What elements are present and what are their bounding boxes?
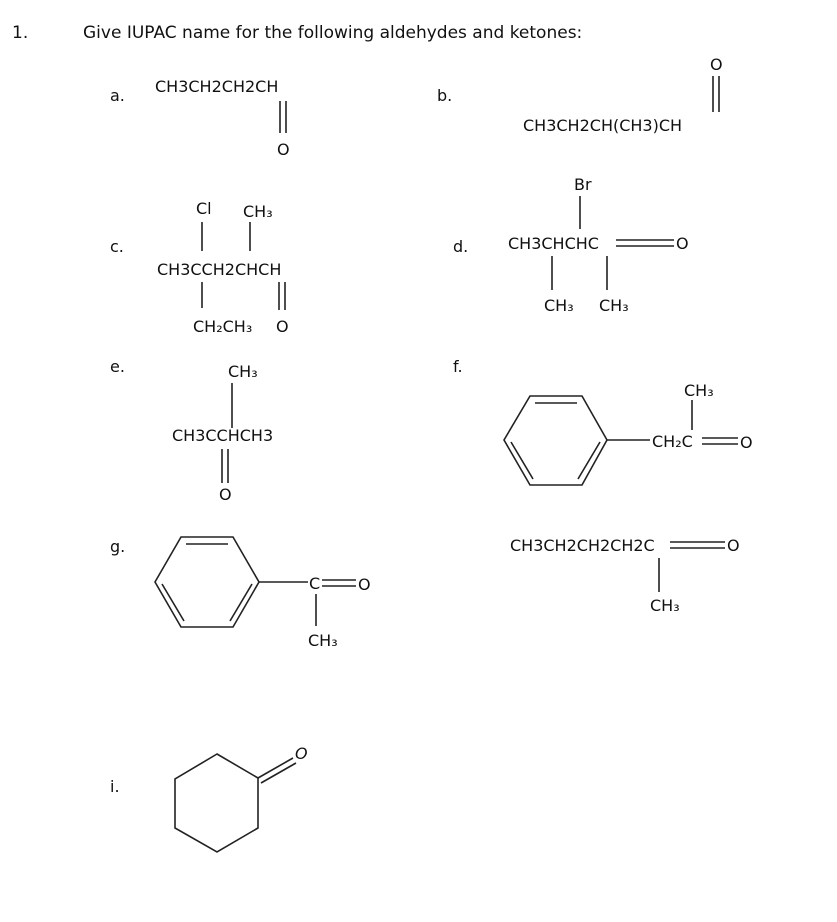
question-number: 1. [12,23,28,43]
formula-b: CH3CH2CH(CH3)CH [523,116,682,135]
chloro-c: Cl [196,199,212,218]
oxygen-g: O [358,575,371,594]
methyl-d-1: CH₃ [544,296,574,315]
item-label-i: i. [110,777,120,796]
methyl-c: CH₃ [243,202,273,221]
methyl-h: CH₃ [650,596,680,615]
question-prompt: Give IUPAC name for the following aldehy… [83,23,582,43]
structure-c: c. Cl CH₃ CH3CCH2CHCH CH₂CH₃ O [110,199,289,336]
oxygen-i: O [295,744,308,763]
oxygen-e: O [219,485,232,504]
formula-g: C [309,574,320,593]
item-label-c: c. [110,237,124,256]
ethyl-c: CH₂CH₃ [193,317,252,336]
structure-h: CH3CH2CH2CH2C O CH₃ [510,536,740,615]
formula-a: CH3CH2CH2CH [155,77,278,96]
item-label-b: b. [437,86,452,105]
oxygen-a: O [277,140,290,159]
oxygen-f: O [740,433,753,452]
item-label-f: f. [453,357,463,376]
oxygen-d: O [676,234,689,253]
structure-e: e. CH₃ CH3CCHCH3 O [110,357,273,504]
formula-d: CH3CHCHC [508,234,599,253]
methyl-e: CH₃ [228,362,258,381]
methyl-f: CH₃ [684,381,714,400]
structure-g: g. C O CH₃ [110,536,371,650]
formula-h: CH3CH2CH2CH2C [510,536,655,555]
methyl-d-2: CH₃ [599,296,629,315]
oxygen-c: O [276,317,289,336]
oxygen-h: O [727,536,740,555]
structure-d: d. Br CH3CHCHC O CH₃ CH₃ [453,175,689,315]
structure-i: i. O [110,744,308,853]
formula-e: CH3CCHCH3 [172,426,273,445]
structure-f: f. CH₂C CH₃ O [453,357,753,486]
oxygen-b: O [710,55,723,74]
methyl-g: CH₃ [308,631,338,650]
structure-b: b. O CH3CH2CH(CH3)CH [437,55,723,135]
bromo-d: Br [574,175,592,194]
item-label-d: d. [453,237,468,256]
structure-a: a. CH3CH2CH2CH O [110,77,290,159]
item-label-a: a. [110,86,125,105]
item-label-g: g. [110,537,125,556]
item-label-e: e. [110,357,125,376]
formula-f: CH₂C [652,432,693,451]
formula-c: CH3CCH2CHCH [157,260,281,279]
